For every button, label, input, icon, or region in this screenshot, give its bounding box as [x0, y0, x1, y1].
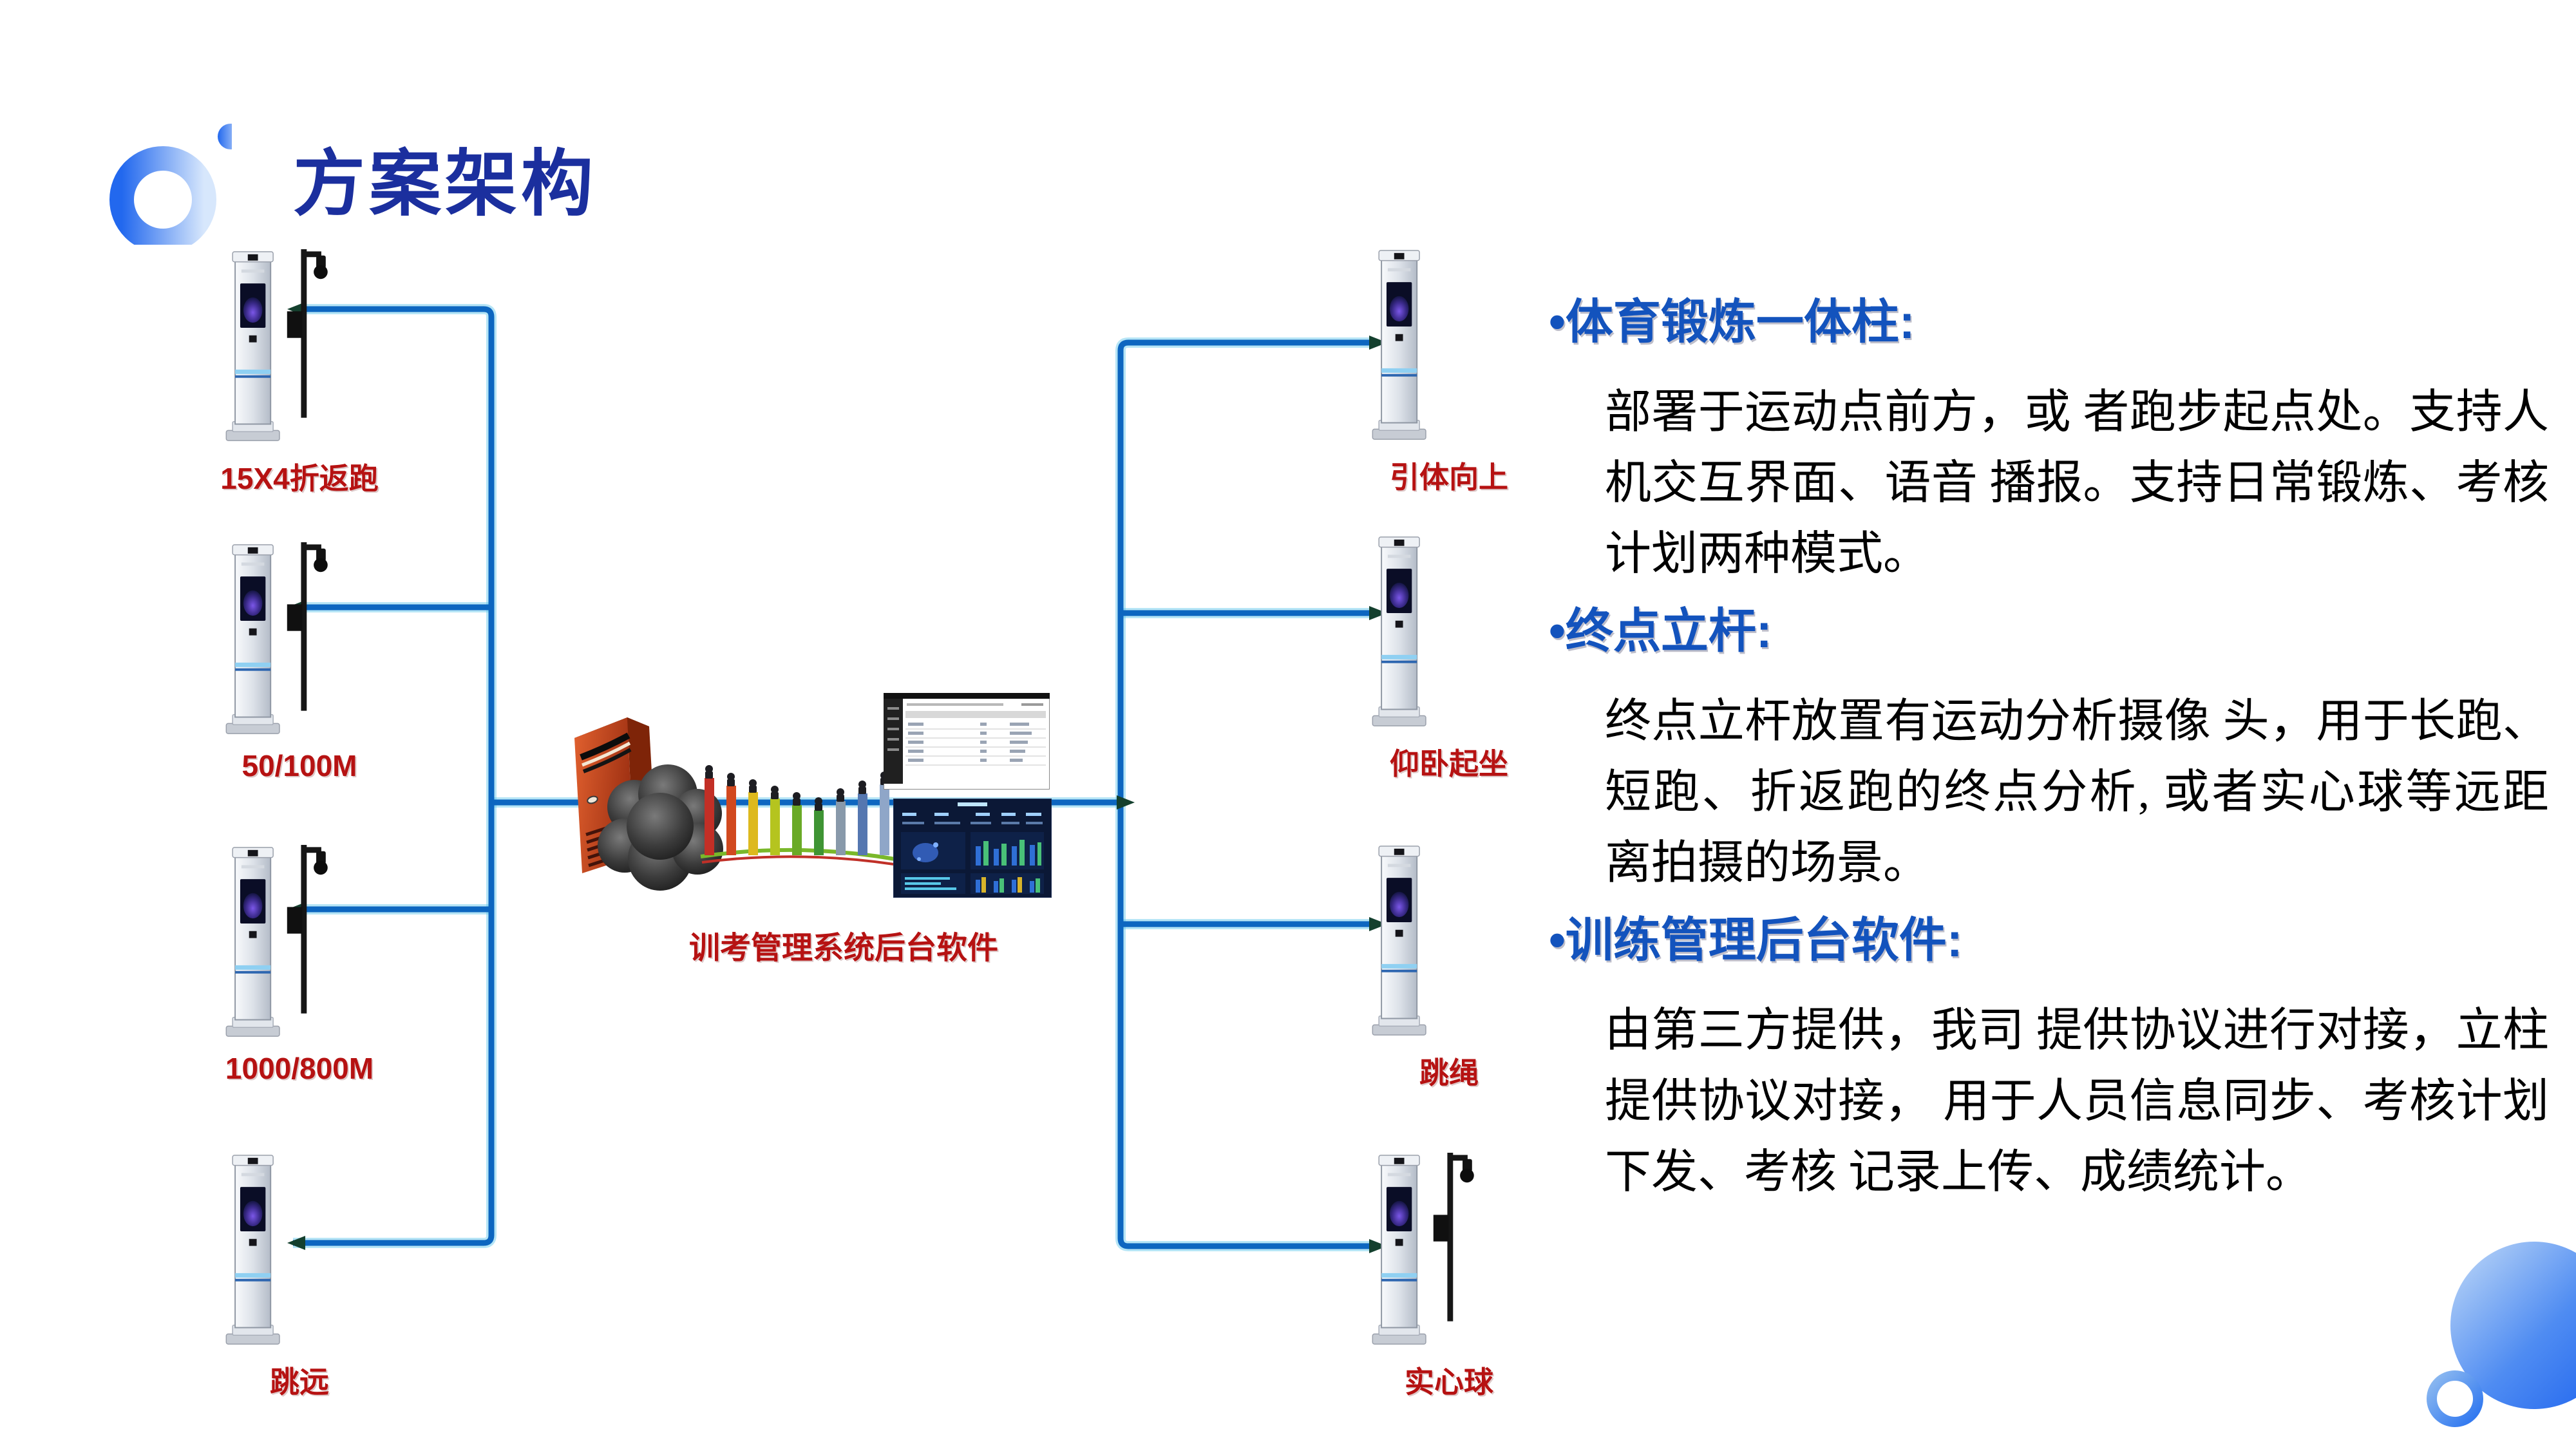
device-label: 50/100M	[242, 749, 357, 782]
section-heading-exercise-pillar: •体育锻炼一体柱:	[1549, 295, 1915, 348]
section-body-training-software: 由第三方提供，我司 提供协议进行对接，立柱提供协议对接， 用于人员信息同步、考核…	[1605, 1005, 2549, 1198]
page-title: 方案架构	[293, 144, 597, 224]
camera-pole-icon	[287, 542, 328, 711]
score-ranking-graphic	[700, 765, 896, 866]
device-label: 实心球	[1405, 1365, 1493, 1399]
section-body-exercise-pillar: 部署于运动点前方，或 者跑步起点处。支持人机交互界面、语音 播报。支持日常锻炼、…	[1605, 386, 2549, 580]
device-sprint-kiosk: 50/100M	[219, 541, 380, 786]
decorative-circle-ring	[2427, 1370, 2483, 1427]
camera-pole-icon	[287, 845, 328, 1014]
section-heading-finish-pole: •终点立杆:	[1549, 604, 1772, 658]
device-sit-up-kiosk: 仰卧起坐	[1365, 533, 1526, 781]
device-label: 仰卧起坐	[1390, 747, 1508, 781]
company-logo-icon	[109, 124, 232, 245]
device-label: 1000/800M	[225, 1052, 374, 1085]
device-long-run-kiosk: 1000/800M	[219, 844, 380, 1088]
section-heading-training-software: •训练管理后台软件:	[1549, 913, 1963, 967]
device-label: 跳远	[270, 1365, 329, 1399]
section-body-finish-pole: 终点立杆放置有运动分析摄像 头，用于长跑、短跑、折返跑的终点分析, 或者实心球等…	[1605, 696, 2549, 889]
dashboard-software-screenshot	[893, 799, 1052, 898]
device-label: 15X4折返跑	[220, 462, 379, 495]
device-label: 跳绳	[1419, 1056, 1479, 1090]
device-shuttle-run-kiosk: 15X4折返跑	[219, 248, 380, 495]
device-label: 引体向上	[1390, 460, 1508, 494]
camera-pole-icon	[287, 249, 328, 418]
backend-software-label: 训考管理系统后台软件	[688, 931, 998, 965]
camera-pole-icon	[1434, 1153, 1474, 1321]
device-jump-rope-kiosk: 跳绳	[1365, 842, 1526, 1090]
admin-software-screenshot	[884, 693, 1050, 790]
device-solid-ball-kiosk: 实心球	[1365, 1151, 1526, 1399]
network-cloud-icon	[598, 764, 723, 891]
device-pull-up-kiosk: 引体向上	[1365, 247, 1526, 494]
device-long-jump-kiosk: 跳远	[219, 1151, 380, 1399]
